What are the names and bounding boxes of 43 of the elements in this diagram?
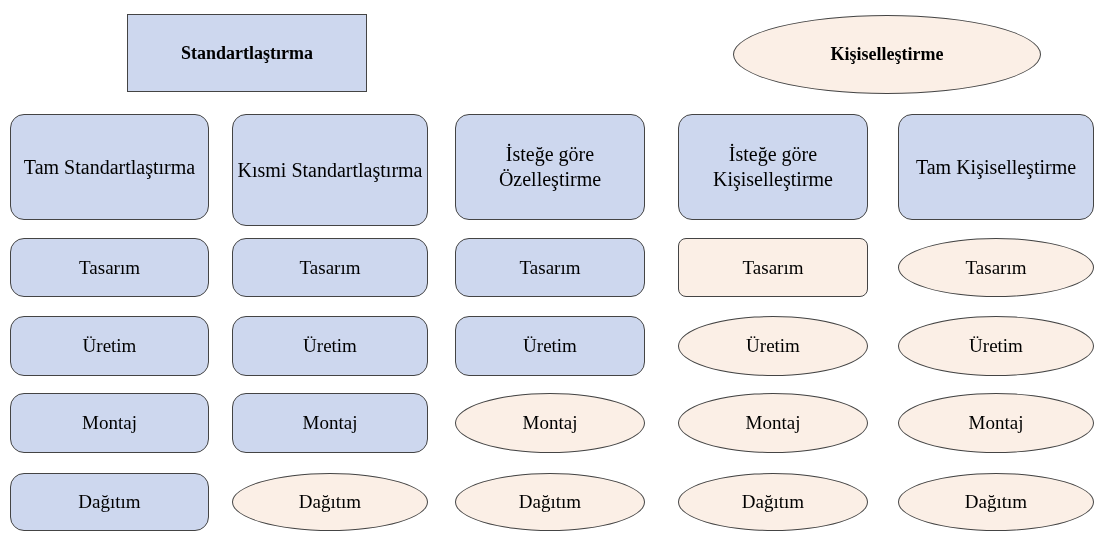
column-heading: Kısmi Standartlaştırma (236, 157, 424, 183)
stage-label: Dağıtım (740, 490, 806, 514)
process-box (10, 238, 209, 297)
column-heading: İsteğe göre Kişiselleştirme (712, 142, 834, 192)
process-box (10, 473, 209, 531)
category-box (127, 14, 367, 92)
stage-label: Üretim (968, 334, 1024, 358)
column-heading: Tam Kişiselleştirme (914, 154, 1078, 180)
process-box (10, 316, 209, 376)
column-heading: İsteğe göre Özelleştirme (497, 142, 603, 192)
process-box (232, 238, 428, 297)
process-box (10, 393, 209, 453)
column-heading: Tam Standartlaştırma (22, 154, 197, 180)
process-box (232, 316, 428, 376)
stage-label: Üretim (81, 334, 138, 358)
process-box (678, 238, 868, 297)
stage-label: Montaj (81, 411, 138, 435)
stage-label: Montaj (521, 411, 579, 435)
process-box (232, 114, 428, 226)
stage-label: Tasarım (298, 255, 362, 280)
process-box (455, 316, 645, 376)
stage-label: Üretim (745, 334, 801, 358)
stage-label: Tasarım (741, 255, 805, 280)
stage-label: Tasarım (964, 255, 1028, 280)
process-box (232, 393, 428, 453)
stage-label: Üretim (522, 334, 578, 358)
stage-label: Tasarım (518, 255, 582, 280)
stage-label: Montaj (967, 411, 1025, 435)
process-box (455, 238, 645, 297)
category-title: Kişiselleştirme (829, 43, 945, 66)
stage-label: Montaj (301, 411, 359, 435)
stage-label: Dağıtım (297, 490, 363, 514)
process-box (10, 114, 209, 220)
process-box (898, 114, 1094, 220)
stage-label: Tasarım (78, 255, 141, 280)
process-box (455, 114, 645, 220)
category-title: Standartlaştırma (180, 41, 314, 65)
process-box (678, 114, 868, 220)
stage-label: Dağıtım (517, 490, 583, 514)
stage-label: Üretim (302, 334, 358, 358)
stage-label: Montaj (744, 411, 802, 435)
stage-label: Dağıtım (963, 490, 1029, 514)
stage-label: Dağıtım (77, 490, 142, 514)
